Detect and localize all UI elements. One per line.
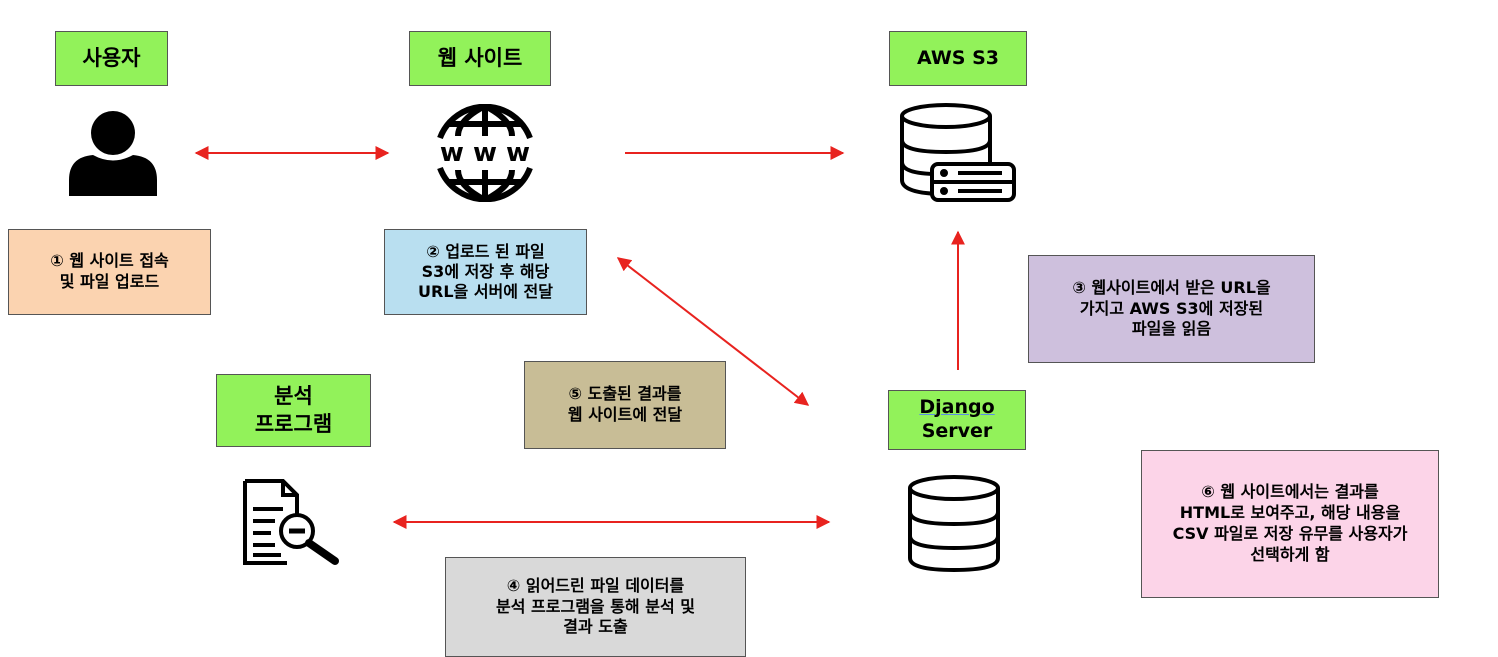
- s3-label: AWS S3: [889, 31, 1027, 86]
- svg-text:w w w: w w w: [440, 138, 530, 168]
- database-server-icon: [900, 103, 1016, 202]
- step1-note: ① 웹 사이트 접속 및 파일 업로드: [8, 229, 211, 315]
- arrow-website-django: [616, 257, 810, 406]
- step3-note: ③ 웹사이트에서 받은 URL을 가지고 AWS S3에 저장된 파일을 읽음: [1028, 255, 1315, 363]
- user-label: 사용자: [55, 31, 168, 86]
- step4-note: ④ 읽어드린 파일 데이터를 분석 프로그램을 통해 분석 및 결과 도출: [445, 557, 746, 657]
- django-label-line2: Server: [921, 420, 993, 442]
- step2-note: ② 업로드 된 파일 S3에 저장 후 해당 URL을 서버에 전달: [384, 229, 587, 315]
- website-label: 웹 사이트: [409, 31, 551, 86]
- step6-note: ⑥ 웹 사이트에서는 결과를 HTML로 보여주고, 해당 내용을 CSV 파일…: [1141, 450, 1439, 598]
- globe-www-icon: w w w: [437, 104, 533, 202]
- document-search-icon: [243, 479, 339, 565]
- step5-note: ⑤ 도출된 결과를 웹 사이트에 전달: [524, 361, 726, 449]
- django-label-line1: Django: [919, 396, 995, 419]
- django-label: Django Server: [888, 390, 1026, 450]
- analysis-label: 분석 프로그램: [216, 374, 371, 447]
- user-icon: [69, 111, 157, 196]
- database-icon: [908, 475, 1000, 572]
